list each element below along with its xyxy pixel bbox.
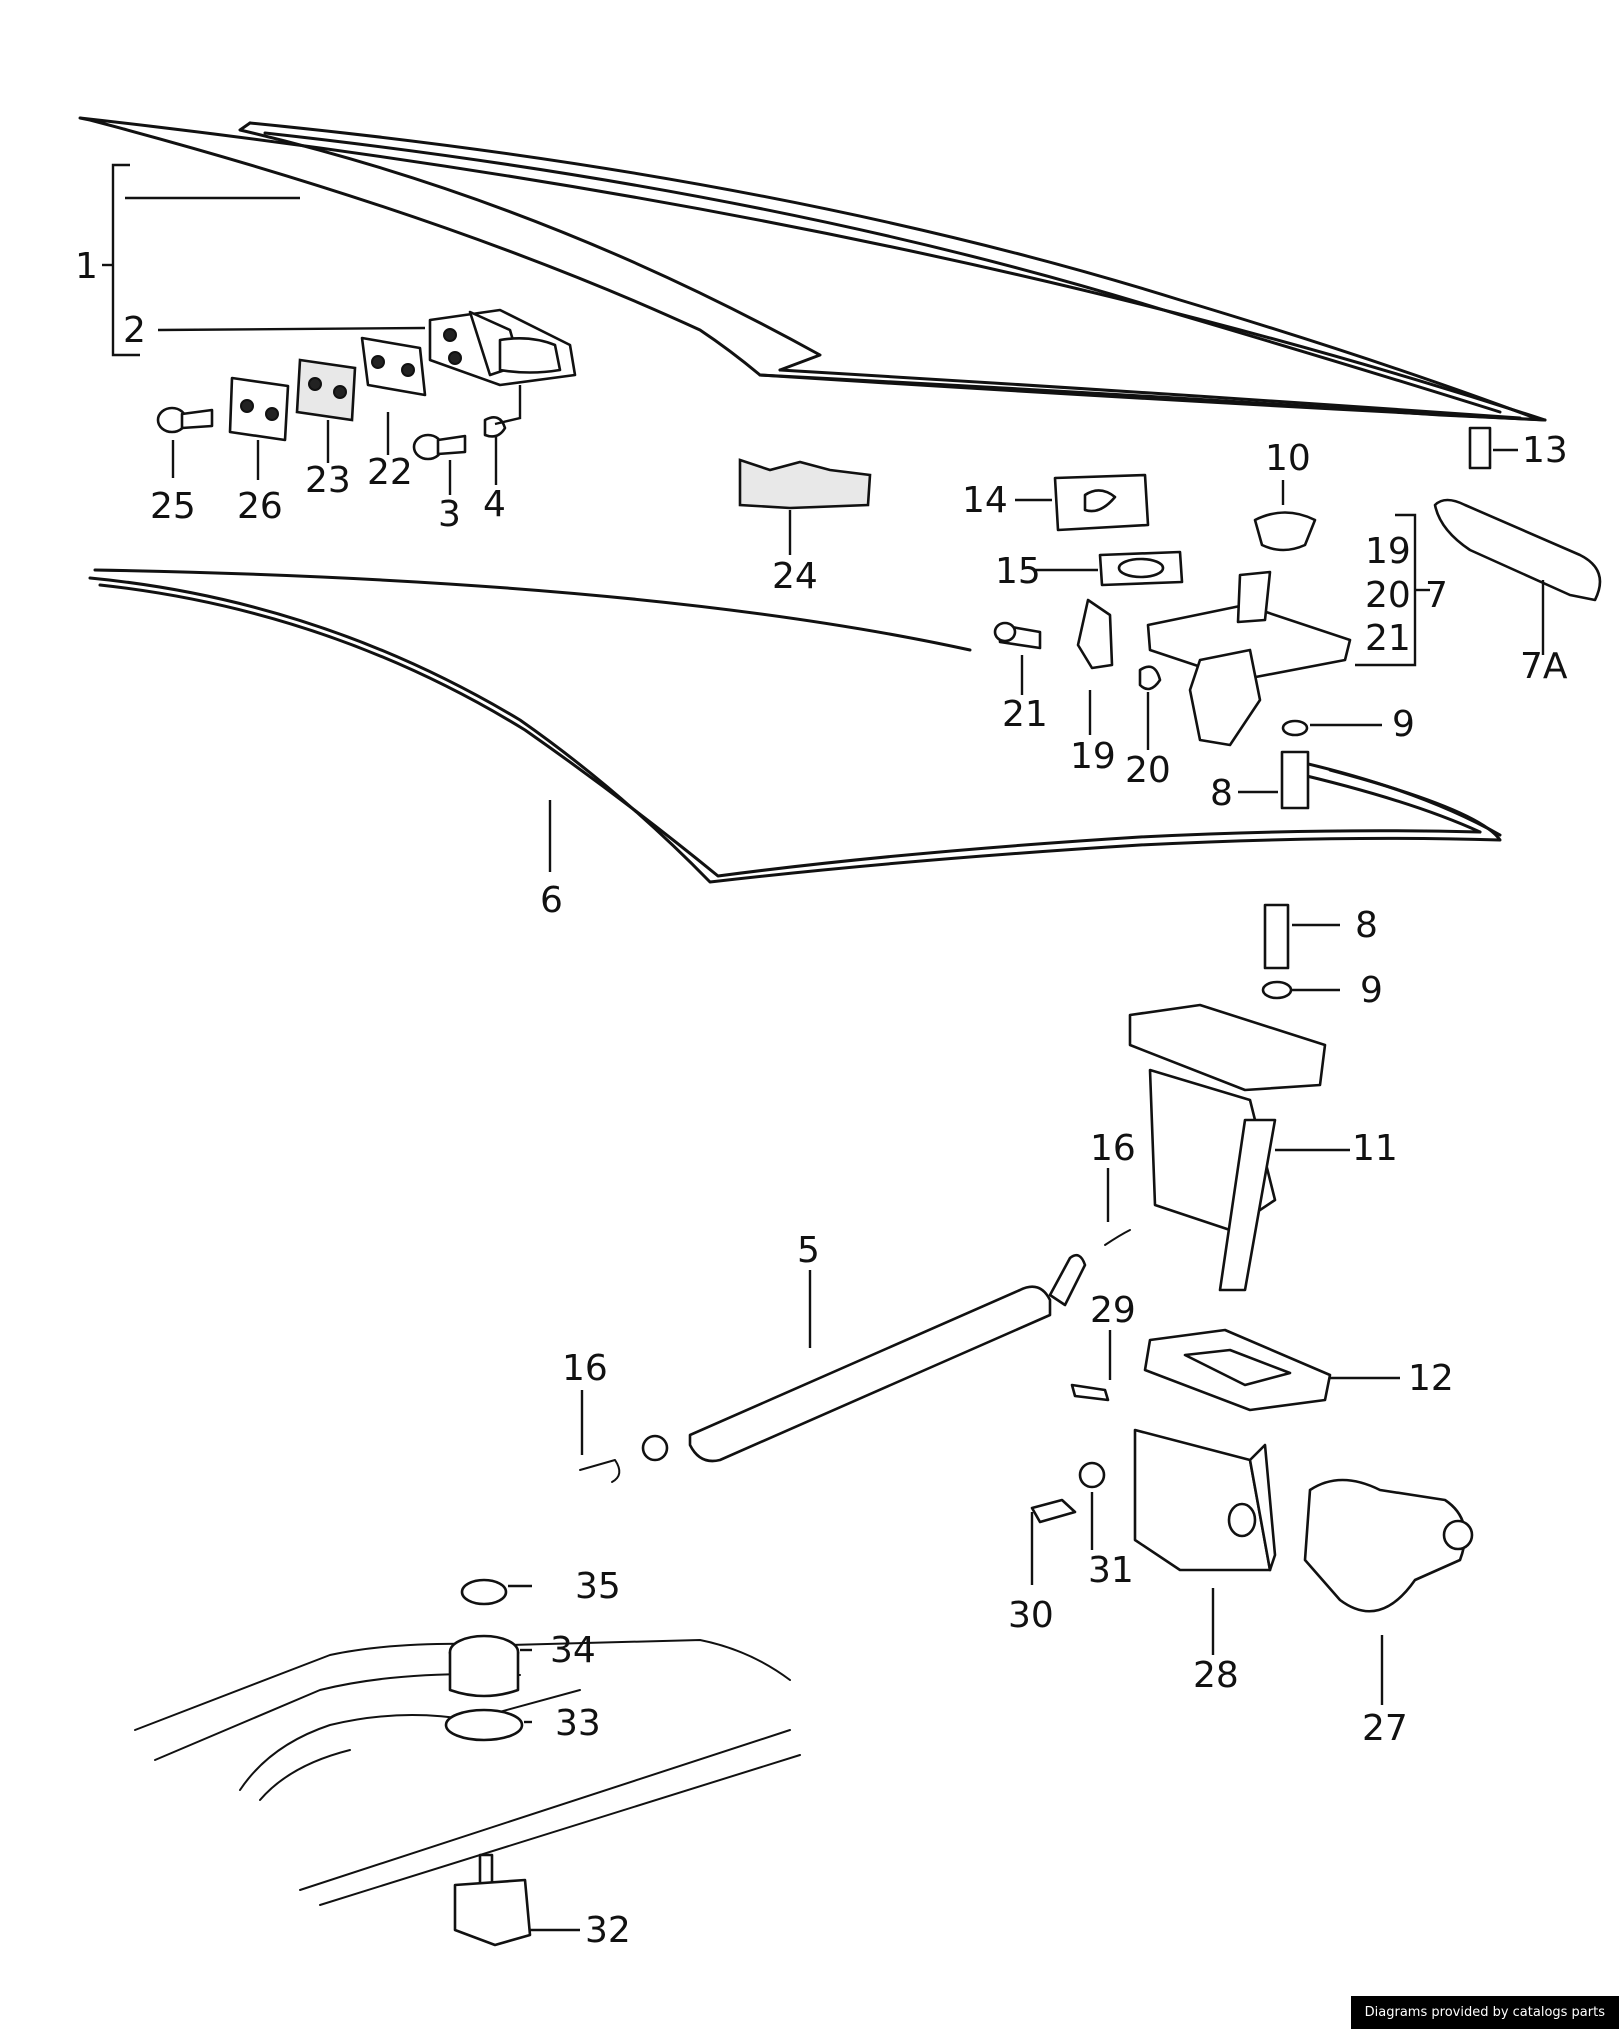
label-part-14: 14 [962,480,1008,521]
lid-seal-drawing [88,568,1502,884]
label-part-25: 25 [150,486,196,527]
label-part-27: 27 [1362,1708,1408,1749]
label-part-20: 20 [1125,750,1171,791]
label-part-7: 7 [1425,575,1448,616]
label-part-9-lower: 9 [1360,970,1383,1011]
label-part-10: 10 [1265,438,1311,479]
label-part-1: 1 [75,246,98,287]
credit-badge: Diagrams provided by catalogs parts [1350,1996,1619,2029]
label-part-21-group: 21 [1365,618,1411,659]
label-part-30: 30 [1008,1595,1054,1636]
label-part-5: 5 [797,1230,820,1271]
part-labels: 1 2 25 26 23 22 3 4 24 14 15 10 13 19 20… [75,246,1568,1951]
label-part-8-upper: 8 [1210,773,1233,814]
label-part-19: 19 [1070,736,1116,777]
motor-drawing [1030,1383,1474,1613]
label-part-20-group: 20 [1365,575,1411,616]
label-part-9-upper: 9 [1392,704,1415,745]
label-part-28: 28 [1193,1655,1239,1696]
label-part-6: 6 [540,880,563,921]
trim-switch-drawing [134,1578,801,1947]
label-part-32: 32 [585,1910,631,1951]
label-part-16-left: 16 [562,1348,608,1389]
lower-lock-drawing [579,903,1332,1483]
label-part-21: 21 [1002,694,1048,735]
label-part-34: 34 [550,1630,596,1671]
label-part-23: 23 [305,460,351,501]
label-part-35: 35 [575,1566,621,1607]
label-part-8-lower: 8 [1355,905,1378,946]
label-part-12: 12 [1408,1358,1454,1399]
label-part-2: 2 [123,310,146,351]
label-part-3: 3 [438,494,461,535]
rear-lid-drawing [78,116,1547,422]
label-part-16-right: 16 [1090,1128,1136,1169]
label-part-26: 26 [237,486,283,527]
callout-lines [102,163,1545,1932]
label-part-22: 22 [367,452,413,493]
label-part-7a: 7A [1520,646,1568,687]
label-part-13: 13 [1522,430,1568,471]
label-part-31: 31 [1088,1550,1134,1591]
label-part-24: 24 [772,556,818,597]
label-part-33: 33 [555,1703,601,1744]
part-24-pad [738,458,872,510]
label-part-4: 4 [483,484,506,525]
hinge-parts-drawing [156,308,577,461]
label-part-15: 15 [995,551,1041,592]
label-part-29: 29 [1090,1290,1136,1331]
label-part-19-group: 19 [1365,531,1411,572]
label-part-11: 11 [1352,1128,1398,1169]
lock-parts-drawing [993,426,1602,810]
